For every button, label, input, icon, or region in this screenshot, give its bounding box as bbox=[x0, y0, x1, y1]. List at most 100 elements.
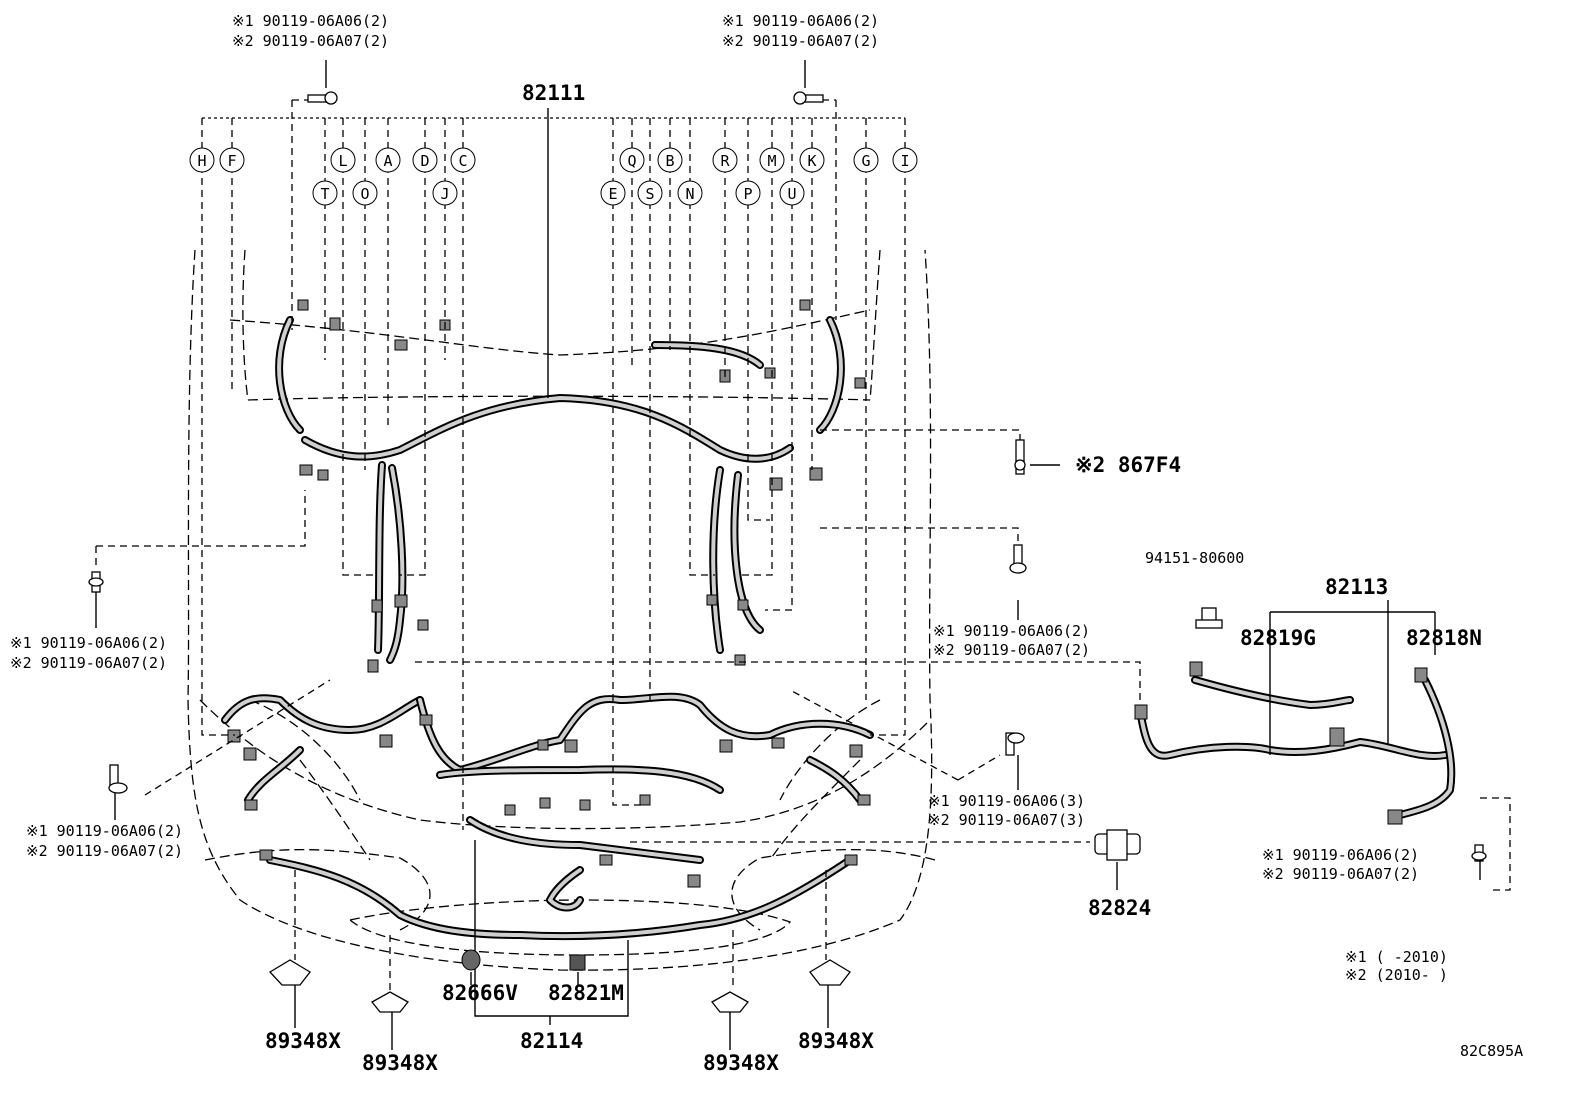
letter-circles-top: H F L A D C Q B R M K G I bbox=[189, 147, 918, 173]
letter-label: T bbox=[320, 185, 329, 203]
bolt-icon bbox=[1009, 544, 1027, 574]
callout-top-right-line1: ※1 90119-06A06(2) bbox=[722, 12, 879, 30]
letter-label: L bbox=[338, 152, 347, 170]
bolt-icon bbox=[1471, 844, 1487, 862]
letter-circle: S bbox=[637, 180, 663, 206]
letter-label: K bbox=[807, 152, 816, 170]
callout-right-mid-line2: ※2 90119-06A07(2) bbox=[933, 641, 1090, 659]
connectors bbox=[227, 299, 1428, 888]
clamp-icon bbox=[569, 954, 586, 971]
bracket-lines bbox=[95, 60, 1481, 1050]
letter-label: C bbox=[458, 152, 467, 170]
letter-label: S bbox=[645, 185, 654, 203]
part-82818n: 82818N bbox=[1406, 626, 1482, 650]
leader-lines bbox=[95, 99, 1511, 990]
letter-circle: U bbox=[779, 180, 805, 206]
letter-label: A bbox=[383, 152, 392, 170]
callout-top-left-line1: ※1 90119-06A06(2) bbox=[232, 12, 389, 30]
part-89348x-4: 89348X bbox=[798, 1029, 874, 1053]
bolt-icon bbox=[108, 764, 128, 794]
vehicle-body-outline bbox=[187, 249, 936, 971]
letter-circle: L bbox=[330, 147, 356, 173]
letter-circle: H bbox=[189, 147, 215, 173]
letter-label: D bbox=[420, 152, 429, 170]
letter-label: R bbox=[720, 152, 730, 170]
letter-circle: A bbox=[375, 147, 401, 173]
bolt-icon bbox=[307, 91, 338, 105]
part-94151-80600: 94151-80600 bbox=[1145, 549, 1244, 567]
callout-left-mid-line2: ※2 90119-06A07(2) bbox=[10, 654, 167, 672]
letter-circle: N bbox=[677, 180, 703, 206]
callout-left-mid-line1: ※1 90119-06A06(2) bbox=[10, 634, 167, 652]
clip-icon bbox=[371, 991, 409, 1013]
letter-circle: I bbox=[892, 147, 918, 173]
letter-label: I bbox=[900, 152, 909, 170]
part-82819g: 82819G bbox=[1240, 626, 1316, 650]
letter-circle: B bbox=[657, 147, 683, 173]
legend-line-1: ※1 ( -2010) bbox=[1345, 948, 1448, 966]
bolt-icon bbox=[793, 91, 824, 105]
diagram-code: 82C895A bbox=[1460, 1042, 1523, 1060]
letter-circle: O bbox=[352, 180, 378, 206]
part-82114: 82114 bbox=[520, 1029, 583, 1053]
part-82824: 82824 bbox=[1088, 896, 1151, 920]
letter-label: J bbox=[440, 185, 449, 203]
part-89348x-1: 89348X bbox=[265, 1029, 341, 1053]
letter-label: G bbox=[861, 152, 870, 170]
grommet-icon bbox=[461, 949, 481, 971]
letter-circle: G bbox=[853, 147, 879, 173]
letter-circles-bottom: T O J E S N P U bbox=[312, 180, 805, 206]
part-82113: 82113 bbox=[1325, 575, 1388, 599]
clip-icon bbox=[809, 959, 851, 986]
letter-circle: D bbox=[412, 147, 438, 173]
letter-circle: E bbox=[600, 180, 626, 206]
callout-top-left-line2: ※2 90119-06A07(2) bbox=[232, 32, 389, 50]
letter-circle: F bbox=[219, 147, 245, 173]
sub-harness-82113 bbox=[1136, 676, 1456, 819]
part-82821m: 82821M bbox=[548, 981, 624, 1005]
callout-right-low-line2: ※2 90119-06A07(3) bbox=[928, 811, 1085, 829]
part-867f4: ※2 867F4 bbox=[1075, 453, 1181, 477]
callout-left-low-line1: ※1 90119-06A06(2) bbox=[26, 822, 183, 840]
letter-label: N bbox=[685, 185, 694, 203]
letter-circle: J bbox=[432, 180, 458, 206]
part-89348x-2: 89348X bbox=[362, 1051, 438, 1075]
clip-icon bbox=[1094, 829, 1141, 861]
nut-icon bbox=[1195, 607, 1223, 629]
bumper-harness-82114 bbox=[221, 692, 874, 941]
letter-label: E bbox=[608, 185, 617, 203]
fastener-glyphs bbox=[88, 91, 1487, 1013]
bolt-icon bbox=[88, 571, 104, 593]
part-89348x-3: 89348X bbox=[703, 1051, 779, 1075]
main-harness-wiring bbox=[275, 316, 845, 664]
letter-label: H bbox=[197, 152, 206, 170]
letter-circle: P bbox=[735, 180, 761, 206]
letter-label: O bbox=[360, 185, 369, 203]
letter-label: F bbox=[227, 152, 236, 170]
letter-label: B bbox=[665, 152, 674, 170]
letter-label: P bbox=[743, 185, 752, 203]
letter-circle: M bbox=[759, 147, 785, 173]
clip-icon bbox=[711, 991, 749, 1013]
letter-label: U bbox=[787, 185, 796, 203]
sensor-icon bbox=[1014, 439, 1026, 475]
part-82111: 82111 bbox=[522, 81, 585, 105]
letter-circle: K bbox=[799, 147, 825, 173]
letter-label: Q bbox=[627, 152, 636, 170]
callout-right-mid-line1: ※1 90119-06A06(2) bbox=[933, 622, 1090, 640]
callout-top-right-line2: ※2 90119-06A07(2) bbox=[722, 32, 879, 50]
letter-label: M bbox=[767, 152, 776, 170]
letter-circle: C bbox=[450, 147, 476, 173]
clip-icon bbox=[268, 959, 311, 986]
text-labels: ※1 90119-06A06(2) ※2 90119-06A07(2) ※1 9… bbox=[10, 12, 1523, 1075]
bolt-icon bbox=[1005, 732, 1025, 756]
letter-circle: R bbox=[712, 147, 738, 173]
callout-right-low-line1: ※1 90119-06A06(3) bbox=[928, 792, 1085, 810]
letter-circle: T bbox=[312, 180, 338, 206]
callout-far-right-line2: ※2 90119-06A07(2) bbox=[1262, 865, 1419, 883]
callout-left-low-line2: ※2 90119-06A07(2) bbox=[26, 842, 183, 860]
legend-line-2: ※2 (2010- ) bbox=[1345, 966, 1448, 984]
part-82666v: 82666V bbox=[442, 981, 518, 1005]
callout-far-right-line1: ※1 90119-06A06(2) bbox=[1262, 846, 1419, 864]
